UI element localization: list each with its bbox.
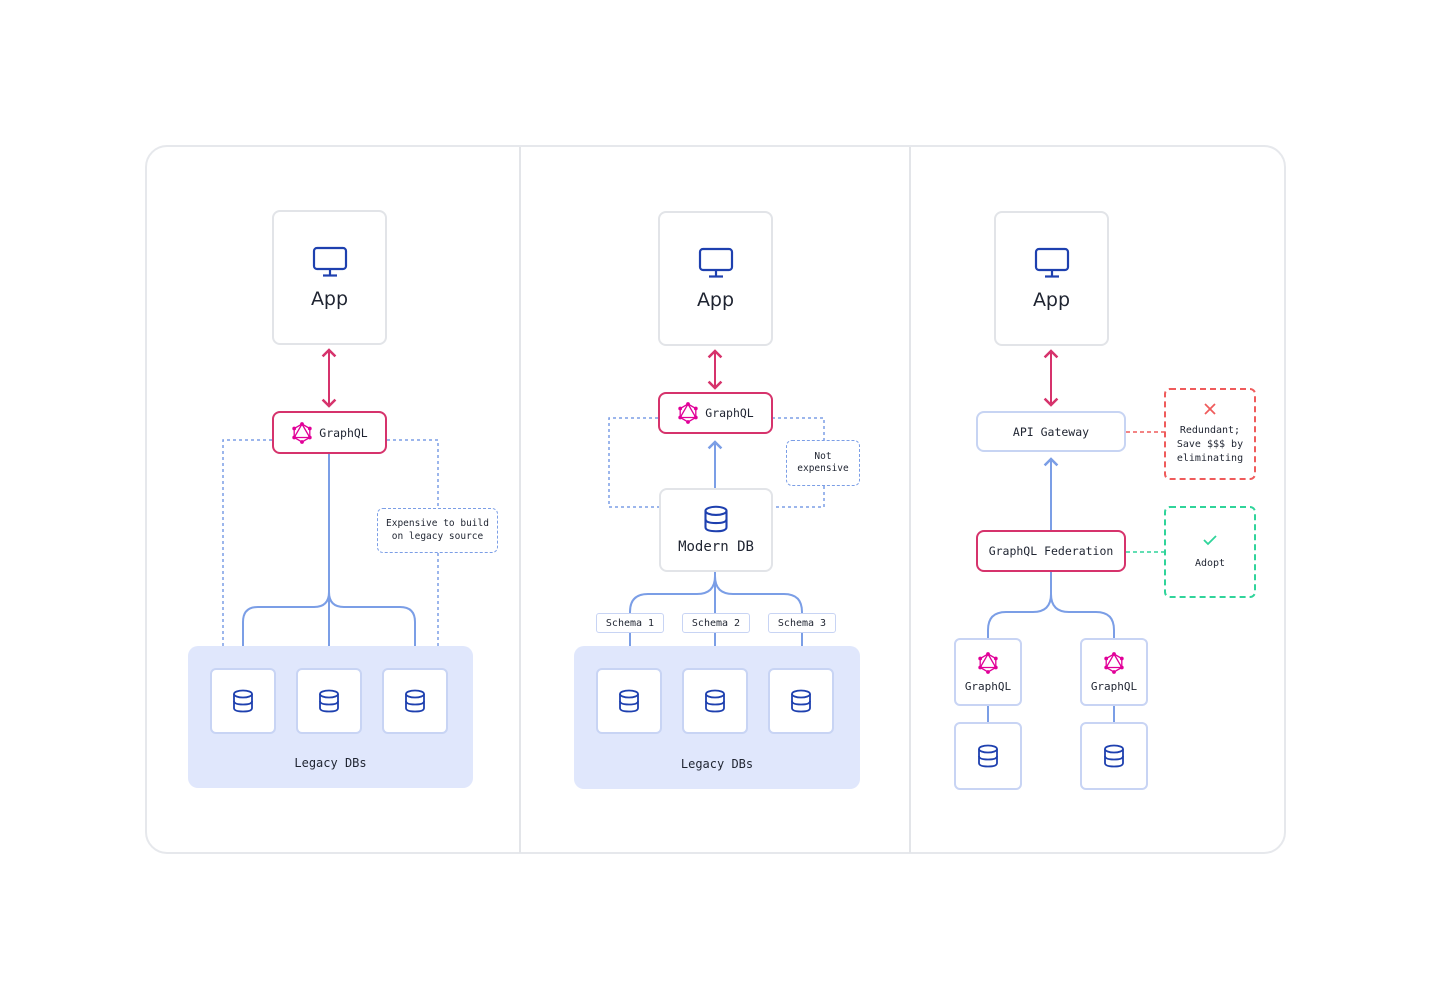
subgraph-graphql-tile: GraphQL [1080, 638, 1148, 706]
modern-db-box: Modern DB [659, 488, 773, 572]
check-mark-icon [1203, 535, 1217, 546]
database-icon [405, 689, 425, 713]
app-label: App [696, 288, 735, 311]
app-label: App [310, 287, 349, 310]
graphql-logo-icon [978, 651, 998, 674]
panel-divider [909, 147, 911, 853]
app-box: App [994, 211, 1109, 346]
database-icon [705, 689, 725, 713]
graphql-logo-icon [292, 421, 312, 444]
x-mark-icon [1204, 403, 1216, 415]
app-box: App [272, 210, 387, 345]
modern-db-label: Modern DB [678, 539, 754, 555]
legacy-db-tile [682, 668, 748, 734]
legacy-db-tile [382, 668, 448, 734]
legacy-db-tile [210, 668, 276, 734]
redundant-note: Redundant; Save $$$ by eliminating [1164, 388, 1256, 480]
legacy-db-tile [768, 668, 834, 734]
tray-label: Legacy DBs [294, 756, 367, 770]
legacy-db-tile [596, 668, 662, 734]
cost-note: Not expensive [786, 440, 860, 486]
cost-note: Expensive to build on legacy source [377, 508, 498, 553]
adopt-note-text: Adopt [1194, 558, 1226, 569]
legacy-dbs-tray: Legacy DBs [188, 646, 473, 788]
panel-divider [519, 147, 521, 853]
adopt-note: Adopt [1164, 506, 1256, 598]
monitor-icon [1034, 247, 1069, 278]
graphql-logo-icon [1104, 651, 1124, 674]
graphql-box: GraphQL [272, 411, 387, 454]
graphql-box: GraphQL [658, 392, 773, 434]
app-label: App [1032, 288, 1071, 311]
database-icon [1104, 744, 1124, 768]
database-icon [704, 505, 728, 533]
subgraph-db-tile [1080, 722, 1148, 790]
graphql-label: GraphQL [319, 425, 368, 440]
monitor-icon [312, 246, 347, 277]
database-icon [319, 689, 339, 713]
monitor-icon [698, 247, 733, 278]
app-box: App [658, 211, 773, 346]
database-icon [791, 689, 811, 713]
database-icon [619, 689, 639, 713]
graphql-logo-icon [678, 402, 698, 424]
subgraph-db-tile [954, 722, 1022, 790]
graphql-label: GraphQL [705, 406, 754, 420]
database-icon [978, 744, 998, 768]
tray-label: Legacy DBs [680, 757, 754, 771]
legacy-db-tile [296, 668, 362, 734]
database-icon [233, 689, 253, 713]
api-gateway-box: API Gateway [976, 411, 1126, 452]
schema-label: Schema 2 [682, 613, 750, 633]
schema-label: Schema 3 [768, 613, 836, 633]
graphql-federation-box: GraphQL Federation [976, 530, 1126, 572]
subgraph-label: GraphQL [1090, 679, 1138, 693]
subgraph-graphql-tile: GraphQL [954, 638, 1022, 706]
legacy-dbs-tray: Legacy DBs [574, 646, 860, 789]
schema-label: Schema 1 [596, 613, 664, 633]
redundant-note-text: Redundant; Save $$$ by eliminating [1176, 425, 1244, 464]
subgraph-label: GraphQL [964, 679, 1012, 693]
